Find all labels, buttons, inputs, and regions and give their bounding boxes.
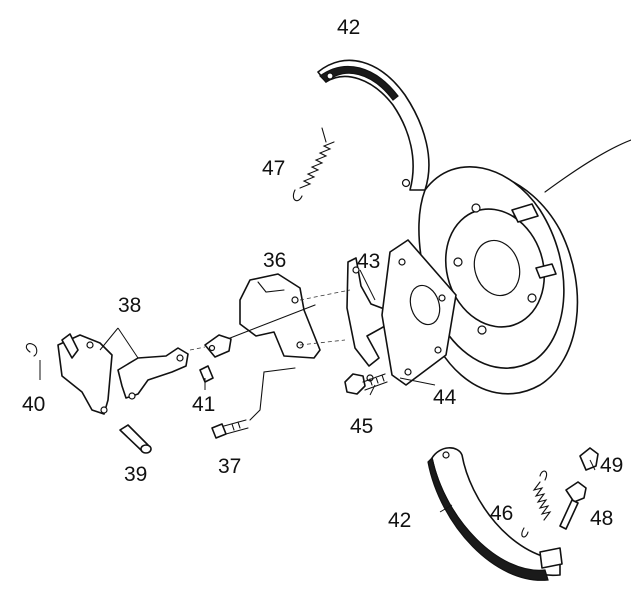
clip-40 — [25, 343, 38, 357]
callout-49: 49 — [600, 454, 623, 477]
caliper-bracket — [239, 273, 351, 359]
callout-44: 44 — [433, 386, 457, 409]
callout-46: 46 — [490, 502, 513, 525]
lever-arm — [57, 333, 113, 415]
upper-brake-shoe — [317, 59, 430, 191]
pin-39 — [119, 424, 152, 454]
callout-48: 48 — [590, 507, 613, 530]
pin-41 — [199, 365, 214, 383]
lower-spring — [521, 470, 552, 538]
callout-42-upper: 42 — [337, 16, 360, 39]
lever-link — [117, 347, 189, 400]
backing-plate — [418, 139, 631, 395]
callout-40: 40 — [22, 393, 45, 416]
mounting-bolt-45 — [344, 373, 388, 395]
lower-brake-shoe — [427, 447, 563, 581]
adjuster-nut — [579, 447, 599, 471]
callout-41: 41 — [192, 393, 215, 416]
upper-spring — [292, 127, 335, 202]
callout-36: 36 — [263, 249, 286, 272]
callout-45: 45 — [350, 415, 373, 438]
gasket-plate — [381, 239, 457, 386]
leader-lines — [39, 269, 596, 513]
callout-labels: 42 47 36 43 38 40 41 39 37 45 44 49 42 4… — [22, 16, 623, 532]
adjuster-bolt — [559, 481, 587, 530]
callout-37: 37 — [218, 455, 241, 478]
callout-43: 43 — [357, 250, 380, 273]
callout-42-lower: 42 — [388, 509, 411, 532]
shim-plate — [346, 257, 388, 382]
bolt-37 — [211, 367, 296, 439]
callout-47: 47 — [262, 157, 285, 180]
callout-39: 39 — [124, 463, 147, 486]
cable-end — [189, 304, 316, 358]
callout-38: 38 — [118, 294, 141, 317]
